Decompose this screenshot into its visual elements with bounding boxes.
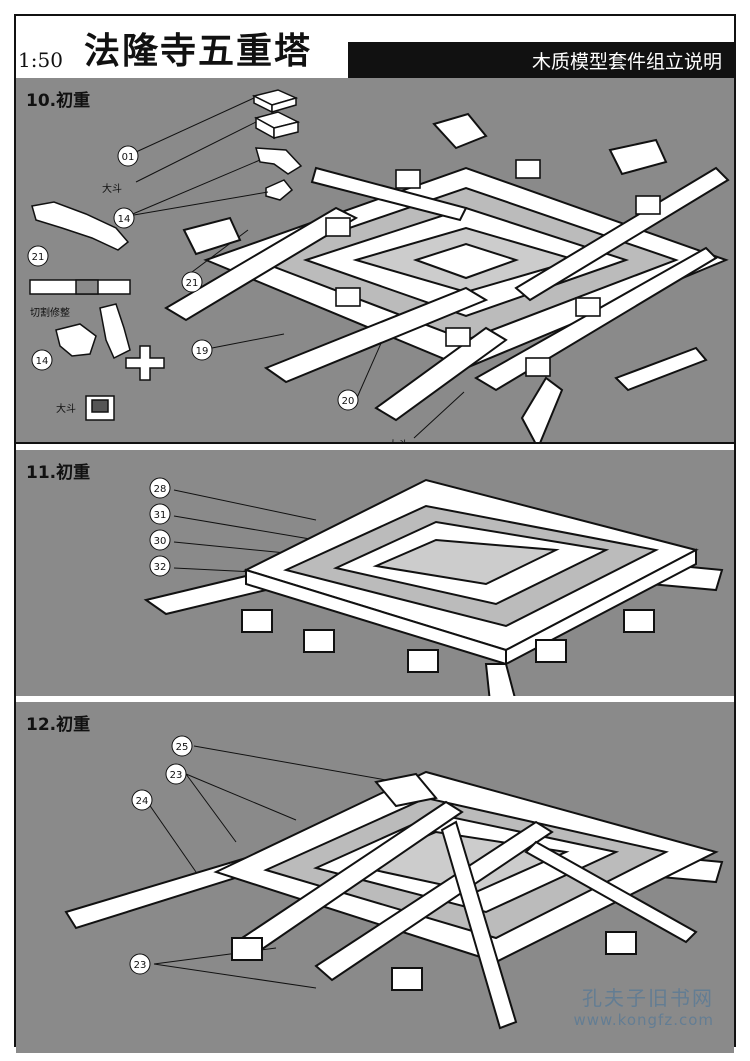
step-label: 11.初重 <box>26 463 91 483</box>
instruction-page: 1:50 法隆寺五重塔 木质模型套件组立说明 10.初重 <box>14 14 736 1053</box>
page-title: 法隆寺五重塔 <box>84 30 313 72</box>
callout-19: 19 <box>196 346 209 357</box>
step-10-illustration: 01 14 21 21 14 19 20 <box>27 89 730 442</box>
callouts <box>27 145 359 411</box>
scale-label: 1:50 <box>18 48 63 72</box>
step-11-illustration: 28 31 30 32 <box>143 477 724 696</box>
page-header: 1:50 法隆寺五重塔 木质模型套件组立说明 <box>16 16 734 80</box>
callout-21: 21 <box>32 252 45 263</box>
callout-14: 14 <box>118 214 131 225</box>
callout-23: 23 <box>134 960 147 971</box>
callout-23: 23 <box>170 770 183 781</box>
frame-assembly <box>64 770 724 1030</box>
step-panel-10: 10.初重 <box>16 78 734 444</box>
bracket-blocks <box>325 159 661 377</box>
note-label: 切割修整 <box>30 308 70 319</box>
watermark-name: 孔夫子旧书网 <box>582 986 714 1010</box>
callout-31: 31 <box>154 510 167 521</box>
callout-24: 24 <box>136 796 149 807</box>
note-label: 大斗 <box>102 184 122 195</box>
step-12-illustration: 25 23 24 23 <box>64 735 724 1030</box>
frame-assembly <box>143 478 724 696</box>
callout-20: 20 <box>342 396 355 407</box>
callout-25: 25 <box>176 742 189 753</box>
callout-14: 14 <box>36 356 49 367</box>
callout-30: 30 <box>154 536 167 547</box>
step-panel-11: 11.初重 <box>16 444 734 698</box>
step-label: 10.初重 <box>26 91 91 111</box>
step-label: 12.初重 <box>26 715 91 735</box>
callout-28: 28 <box>154 484 167 495</box>
parts-illustration <box>29 89 303 421</box>
watermark: 孔夫子旧书网 www.kongfz.com <box>573 982 714 1029</box>
note-label: 大斗 <box>388 436 408 442</box>
callout-01: 01 <box>122 152 135 163</box>
frame-assembly <box>164 112 730 442</box>
callout-21: 21 <box>186 278 199 289</box>
watermark-url: www.kongfz.com <box>573 1011 714 1029</box>
page-subtitle: 木质模型套件组立说明 <box>531 50 722 73</box>
step-panel-12: 12.初重 <box>16 696 734 1053</box>
callout-32: 32 <box>154 562 167 573</box>
subtitle-bar: 木质模型套件组立说明 <box>348 42 734 78</box>
note-label: 大斗 <box>56 404 76 415</box>
